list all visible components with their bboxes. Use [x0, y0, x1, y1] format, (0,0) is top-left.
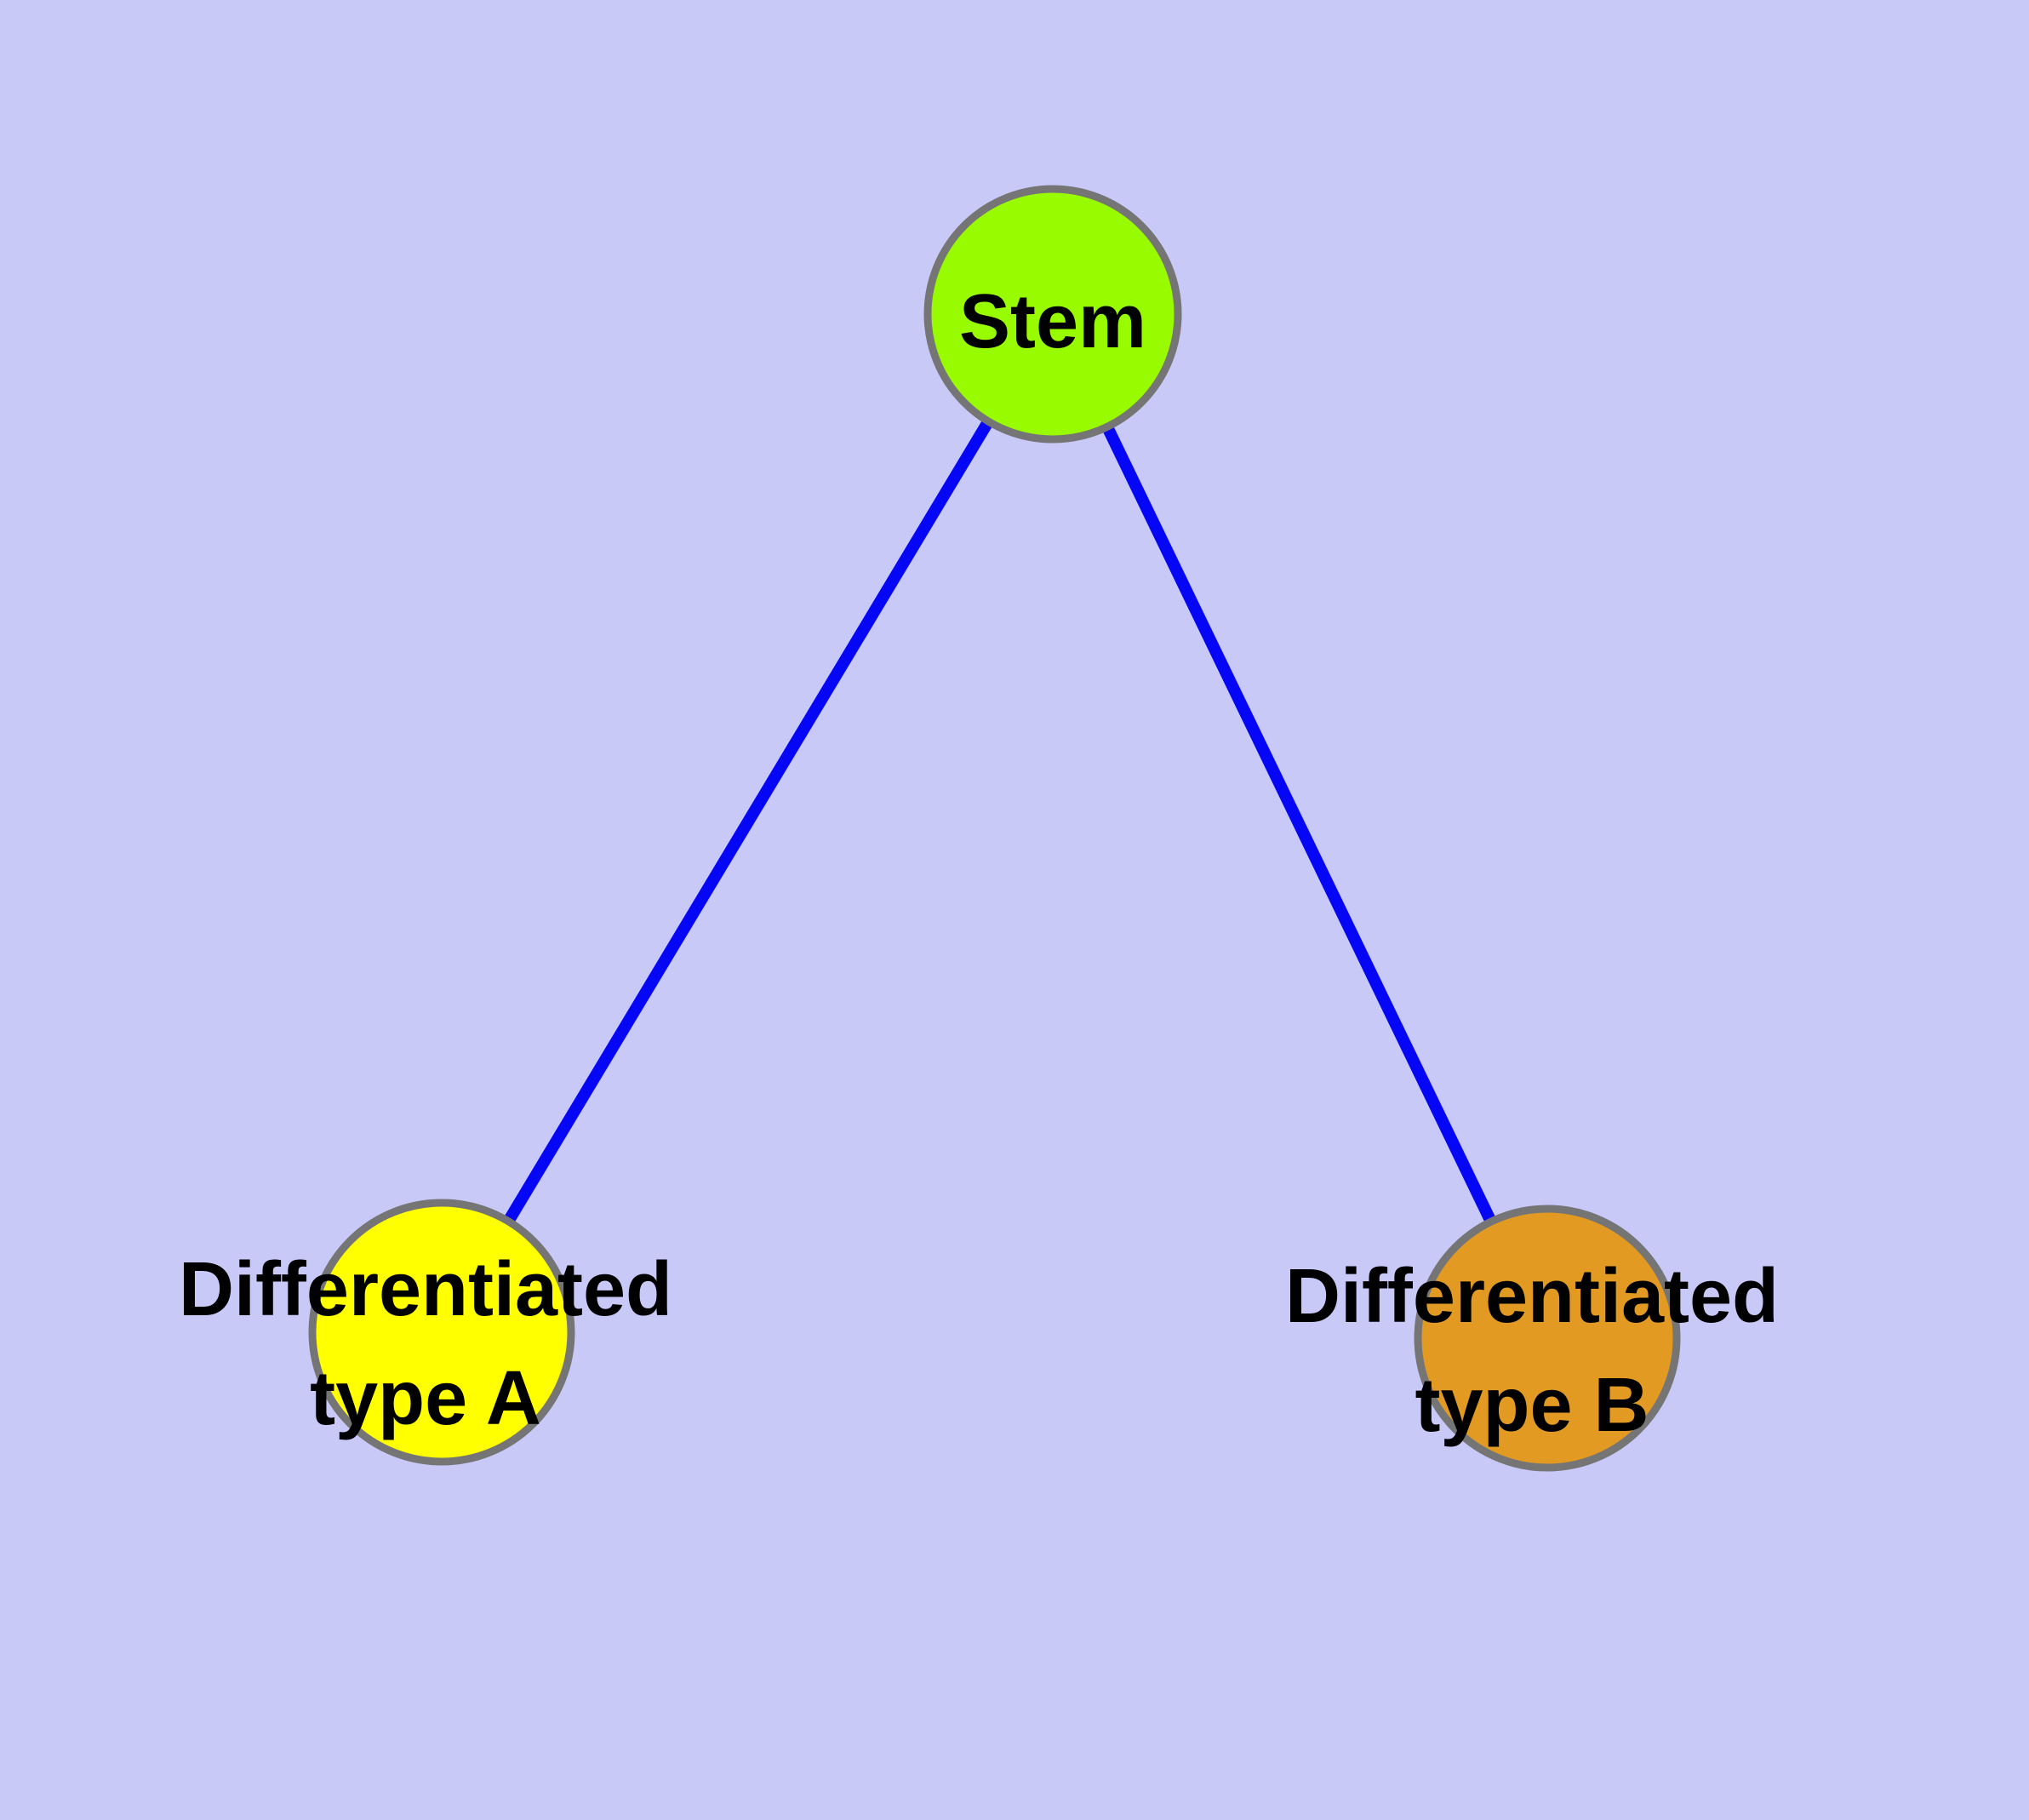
edge-stem-to-differentiated-type-b [1047, 311, 1553, 1342]
edge-stem-to-differentiated-type-a [436, 311, 1059, 1336]
node-label-line: type B [1415, 1363, 1649, 1448]
nodes-layer [308, 185, 1681, 1472]
edges-layer [436, 311, 1553, 1342]
node-label-differentiated-type-b: Differentiated type B [1285, 1254, 1779, 1448]
node-differentiated-type-b[interactable] [1414, 1205, 1681, 1472]
node-label-line: Differentiated [1285, 1254, 1779, 1339]
node-differentiated-type-a[interactable] [308, 1199, 575, 1466]
node-label-line: type A [310, 1356, 541, 1441]
node-label-differentiated-type-a: Differentiated type A [179, 1247, 672, 1441]
node-label-line: Stem [959, 279, 1146, 364]
node-label-stem: Stem [959, 279, 1146, 364]
node-label-line: Differentiated [179, 1247, 672, 1332]
node-stem[interactable] [923, 185, 1182, 444]
